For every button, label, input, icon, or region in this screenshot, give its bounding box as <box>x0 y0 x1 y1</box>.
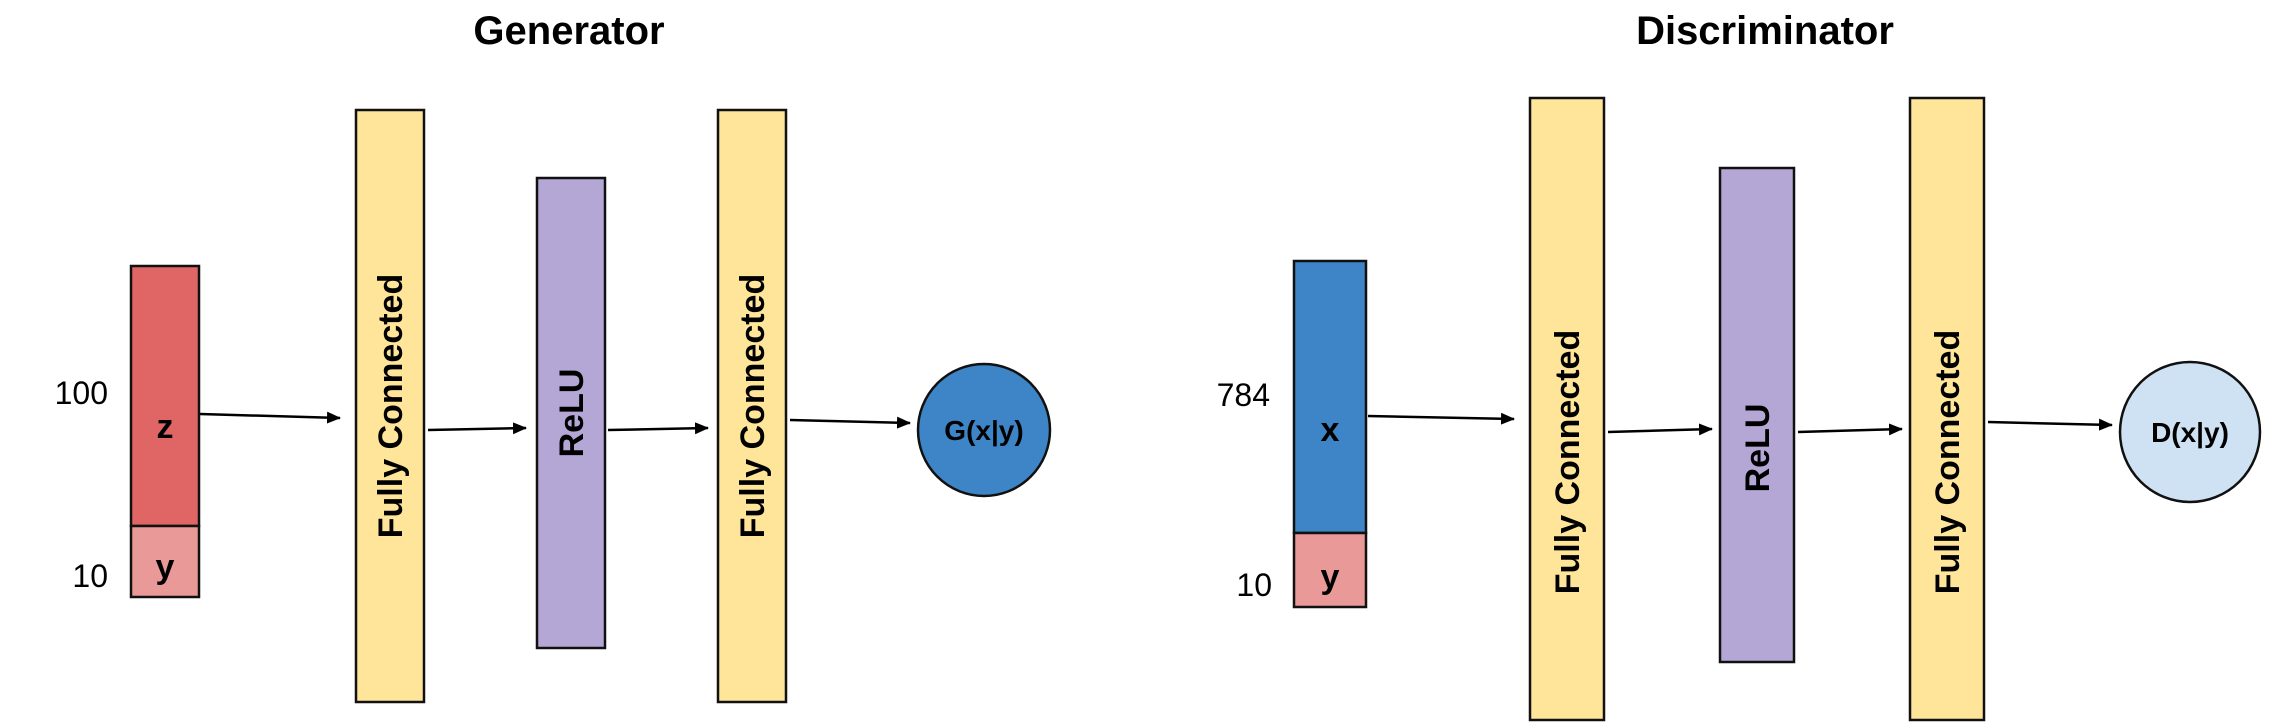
discriminator-y-block <box>1292 531 1368 609</box>
discriminator-x-dim: 784 <box>1217 377 1270 413</box>
generator-y-block <box>129 524 201 599</box>
generator-fc-layer-1 <box>354 108 426 704</box>
discriminator-section: Discriminator 784 10 x y Fully Connected… <box>1217 9 2262 722</box>
generator-output-label: G(x|y) <box>944 415 1023 446</box>
discriminator-relu-label: ReLU <box>1739 404 1777 493</box>
generator-relu-label: ReLU <box>553 369 591 458</box>
discriminator-y-label: y <box>1321 558 1340 596</box>
generator-section: Generator 100 10 z y Fully Connected ReL… <box>55 9 1052 704</box>
generator-title: Generator <box>473 9 664 53</box>
generator-arrow-1 <box>199 411 341 424</box>
generator-z-block <box>129 264 201 528</box>
generator-fc-layer-1-label: Fully Connected <box>372 274 410 538</box>
generator-fc-layer-2 <box>716 108 788 704</box>
generator-y-dim: 10 <box>72 558 108 594</box>
discriminator-x-label: x <box>1321 411 1340 449</box>
discriminator-fc-layer-2 <box>1908 96 1986 722</box>
generator-relu-layer <box>535 176 607 650</box>
discriminator-relu-layer <box>1718 166 1796 664</box>
generator-arrow-3 <box>607 422 709 435</box>
generator-fc-layer-2-label: Fully Connected <box>734 274 772 538</box>
discriminator-y-dim: 10 <box>1236 567 1272 603</box>
discriminator-arrow-4 <box>1987 418 2113 431</box>
generator-arrow-2 <box>427 422 527 435</box>
generator-z-label: z <box>157 408 174 446</box>
discriminator-arrow-3 <box>1797 423 1903 436</box>
generator-output-node <box>916 362 1052 498</box>
generator-arrow-4 <box>789 416 911 429</box>
discriminator-arrow-2 <box>1607 423 1713 436</box>
discriminator-fc-layer-1 <box>1528 96 1606 722</box>
discriminator-x-block <box>1292 259 1368 535</box>
discriminator-fc-layer-1-label: Fully Connected <box>1549 330 1587 594</box>
discriminator-title: Discriminator <box>1636 9 1894 53</box>
generator-y-label: y <box>156 548 175 586</box>
discriminator-output-node <box>2118 360 2262 504</box>
discriminator-output-label: D(x|y) <box>2151 417 2229 448</box>
discriminator-fc-layer-2-label: Fully Connected <box>1929 330 1967 594</box>
discriminator-arrow-1 <box>1367 412 1515 425</box>
generator-z-dim: 100 <box>55 375 108 411</box>
